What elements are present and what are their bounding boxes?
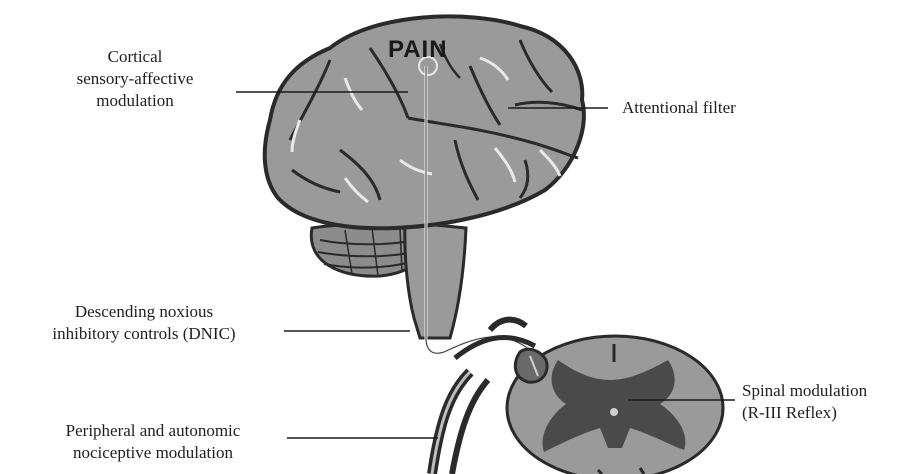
peripheral-label-line-2: nociceptive modulation xyxy=(22,442,284,464)
attentional-label: Attentional filter xyxy=(622,97,736,119)
brainstem xyxy=(405,222,466,338)
spinal-label-line-1: Spinal modulation xyxy=(742,380,867,402)
peripheral-label: Peripheral and autonomic nociceptive mod… xyxy=(22,420,284,464)
peripheral-label-line-1: Peripheral and autonomic xyxy=(22,420,284,442)
cortical-label-line-3: modulation xyxy=(40,90,230,112)
spinal-label-line-2: (R-III Reflex) xyxy=(742,402,867,424)
cortical-label-line-2: sensory-affective xyxy=(40,68,230,90)
dnic-label: Descending noxious inhibitory controls (… xyxy=(8,301,280,345)
dnic-label-line-1: Descending noxious xyxy=(8,301,280,323)
pain-title: PAIN xyxy=(388,36,448,64)
cortical-label: Cortical sensory-affective modulation xyxy=(40,46,230,112)
cortical-label-line-1: Cortical xyxy=(40,46,230,68)
spinal-label: Spinal modulation (R-III Reflex) xyxy=(742,380,867,424)
spinal-cord-section xyxy=(455,320,723,474)
dnic-label-line-2: inhibitory controls (DNIC) xyxy=(8,323,280,345)
